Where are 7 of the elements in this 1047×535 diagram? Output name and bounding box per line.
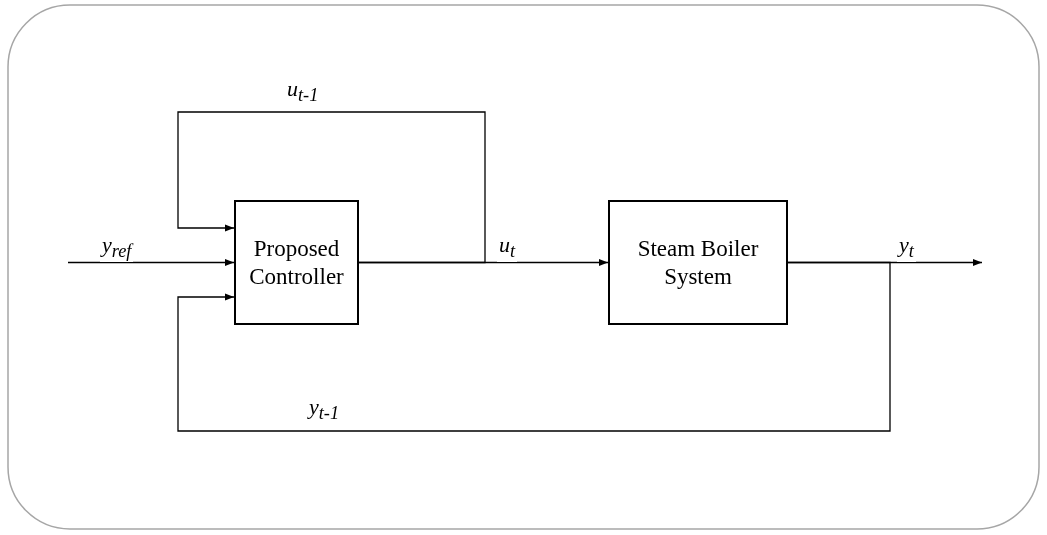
signal-arrow (177, 261, 891, 432)
block-label: Proposed Controller (248, 234, 345, 291)
signal-arrow (177, 111, 486, 264)
block-box (608, 200, 788, 325)
signal-arrow (67, 258, 235, 267)
block-label: Steam Boiler System (636, 234, 760, 291)
block-box (234, 200, 359, 325)
